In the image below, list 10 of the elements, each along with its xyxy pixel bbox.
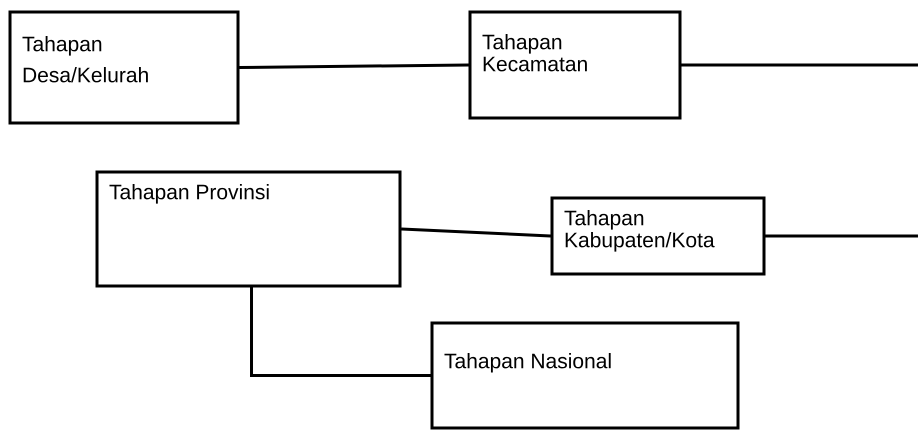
process-box: Tahapan Nasional [430,321,740,430]
connector-line [250,288,430,377]
process-box: Tahapan Kabupaten/Kota [550,196,766,276]
connector-line [766,234,918,238]
connector-line [401,227,551,238]
process-box: Tahapan Provinsi [96,170,402,288]
process-box: Tahapan Kecamatan [468,10,682,120]
connector-line [682,63,918,66]
connector-line [240,64,469,69]
process-box: Tahapan Desa/Kelurah [8,10,240,124]
